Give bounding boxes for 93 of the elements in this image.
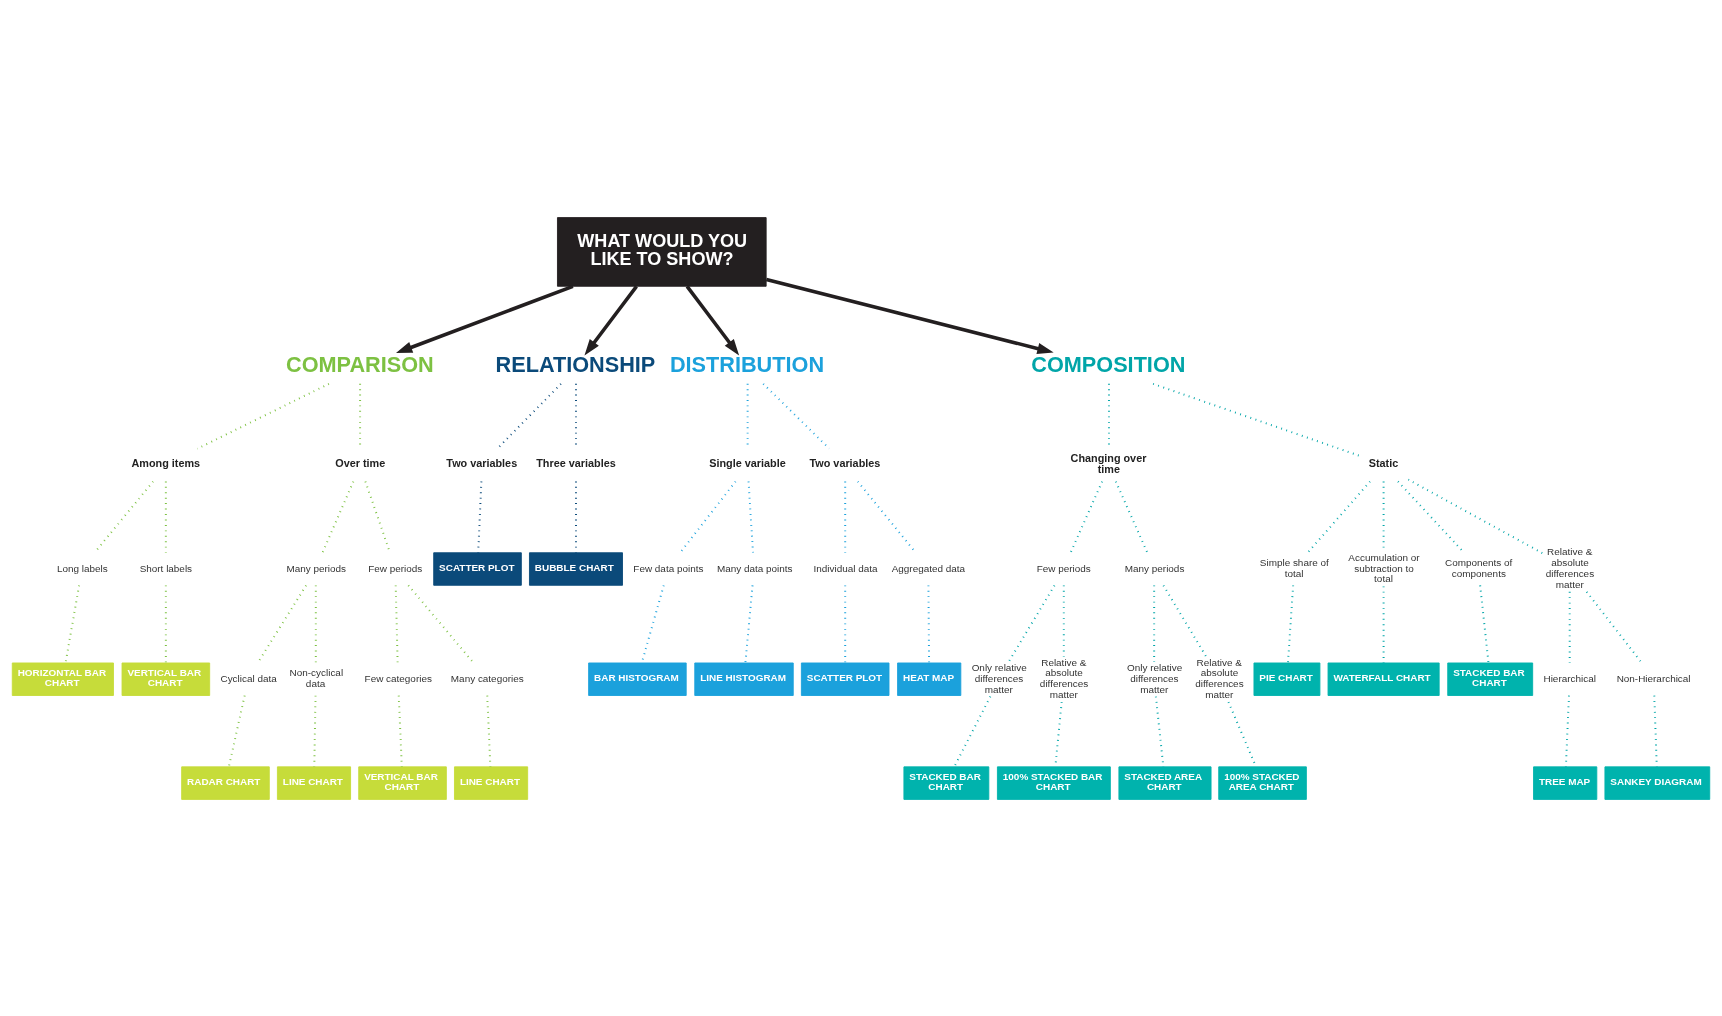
node-text: Changing over time [1070, 451, 1147, 475]
node-text: Many periods [286, 562, 347, 574]
node-box: RADAR CHART [181, 765, 270, 800]
node-text: Two variables [809, 456, 881, 469]
node-box: STACKED BAR CHART [903, 765, 990, 800]
node-box: STACKED AREA CHART [1118, 765, 1212, 800]
connector [486, 694, 492, 768]
node-text: Non-cyclical data [289, 666, 344, 689]
node-box: LINE CHART [276, 765, 352, 800]
node-box: SCATTER PLOT [433, 551, 522, 586]
arrow [765, 277, 1054, 354]
connector [1286, 583, 1295, 664]
connector [321, 480, 355, 553]
node-box: SCATTER PLOT [800, 662, 890, 696]
node-text: Relative & absolute differences matter [1545, 545, 1595, 590]
connector [1162, 583, 1208, 657]
node-text: Few periods [1036, 562, 1091, 574]
node-box: SANKEY DIAGRAM [1604, 765, 1711, 800]
connector [927, 583, 931, 664]
node-text: RELATIONSHIP [495, 351, 656, 377]
node-text: Few categories [364, 672, 432, 684]
connector [1306, 480, 1371, 553]
node-text: COMPARISON [286, 351, 434, 377]
node-box: BUBBLE CHART [529, 551, 623, 586]
node-text: Few data points [633, 562, 704, 574]
node-text: Static [1368, 456, 1399, 469]
node-text: Only relative differences matter [971, 661, 1027, 695]
connector [953, 695, 992, 768]
node-text: Among items [131, 456, 201, 469]
connector [1564, 694, 1570, 768]
node-text: DISTRIBUTION [669, 351, 825, 377]
connector [1585, 590, 1643, 664]
node-text: Two variables [446, 456, 518, 469]
connector [1152, 382, 1360, 457]
connector [64, 583, 81, 664]
node-text: Relative & absolute differences matter [1195, 656, 1244, 700]
connector [1114, 480, 1149, 553]
connector [1069, 480, 1104, 553]
connector [1382, 584, 1385, 664]
node-box: WATERFALL CHART [1327, 662, 1440, 696]
arrow [685, 284, 740, 355]
node-text: Hierarchical [1543, 672, 1596, 684]
node-text: Only relative differences matter [1127, 661, 1183, 695]
node-box: VERTICAL BAR CHART [358, 765, 447, 800]
node-text: Few periods [368, 562, 423, 574]
node-text: Many periods [1124, 562, 1185, 574]
node-text: Three variables [536, 456, 616, 469]
connector [394, 583, 399, 664]
connector [679, 480, 737, 553]
node-box: PIE CHART [1253, 662, 1321, 696]
node-text: Single variable [709, 456, 786, 469]
arrow [584, 284, 638, 355]
node-box: 100% STACKED BAR CHART [996, 765, 1111, 800]
node-box: 100% STACKED AREA CHART [1218, 765, 1307, 800]
connector [1153, 583, 1156, 663]
node-text: Accumulation or subtraction to total [1348, 551, 1420, 584]
node-text: Simple share of total [1259, 556, 1329, 579]
node-text: Individual data [813, 562, 878, 574]
connector [1568, 590, 1571, 664]
connector [1407, 478, 1544, 554]
connector [314, 583, 317, 664]
node-text: Cyclical data [220, 672, 277, 684]
connector [856, 480, 917, 553]
connector [1479, 583, 1490, 664]
arrow [395, 284, 574, 353]
node-box: STACKED BAR CHART [1447, 662, 1534, 696]
node-text: Short labels [139, 562, 193, 574]
node-text: Relative & absolute differences matter [1039, 656, 1089, 700]
node-box: HEAT MAP [897, 662, 962, 696]
node-text: Many categories [450, 672, 524, 684]
node-box: LINE HISTOGRAM [694, 662, 794, 696]
node-box: HORIZONTAL BAR CHART [11, 662, 114, 696]
node-box: LINE CHART [454, 765, 529, 800]
node-text: Long labels [57, 562, 108, 574]
connector [1653, 694, 1658, 768]
connector [844, 583, 847, 664]
node-box: BAR HISTOGRAM [588, 662, 687, 696]
connector [496, 382, 562, 450]
connector [744, 583, 754, 664]
connector [1397, 480, 1465, 553]
connector [407, 583, 475, 664]
node-box: VERTICAL BAR CHART [121, 662, 211, 696]
node-text: Many data points [716, 562, 793, 574]
node-text: Aggregated data [891, 562, 966, 574]
node-text: Over time [335, 456, 386, 469]
node-box: WHAT WOULD YOU LIKE TO SHOW? [557, 216, 767, 287]
node-text: Non-Hierarchical [1616, 672, 1691, 684]
node-text: COMPOSITION [1031, 351, 1186, 377]
connector [164, 583, 167, 664]
connector [196, 382, 330, 450]
node-text: Components of components [1445, 556, 1513, 579]
node-box: TREE MAP [1533, 765, 1598, 800]
connector [1007, 583, 1056, 663]
